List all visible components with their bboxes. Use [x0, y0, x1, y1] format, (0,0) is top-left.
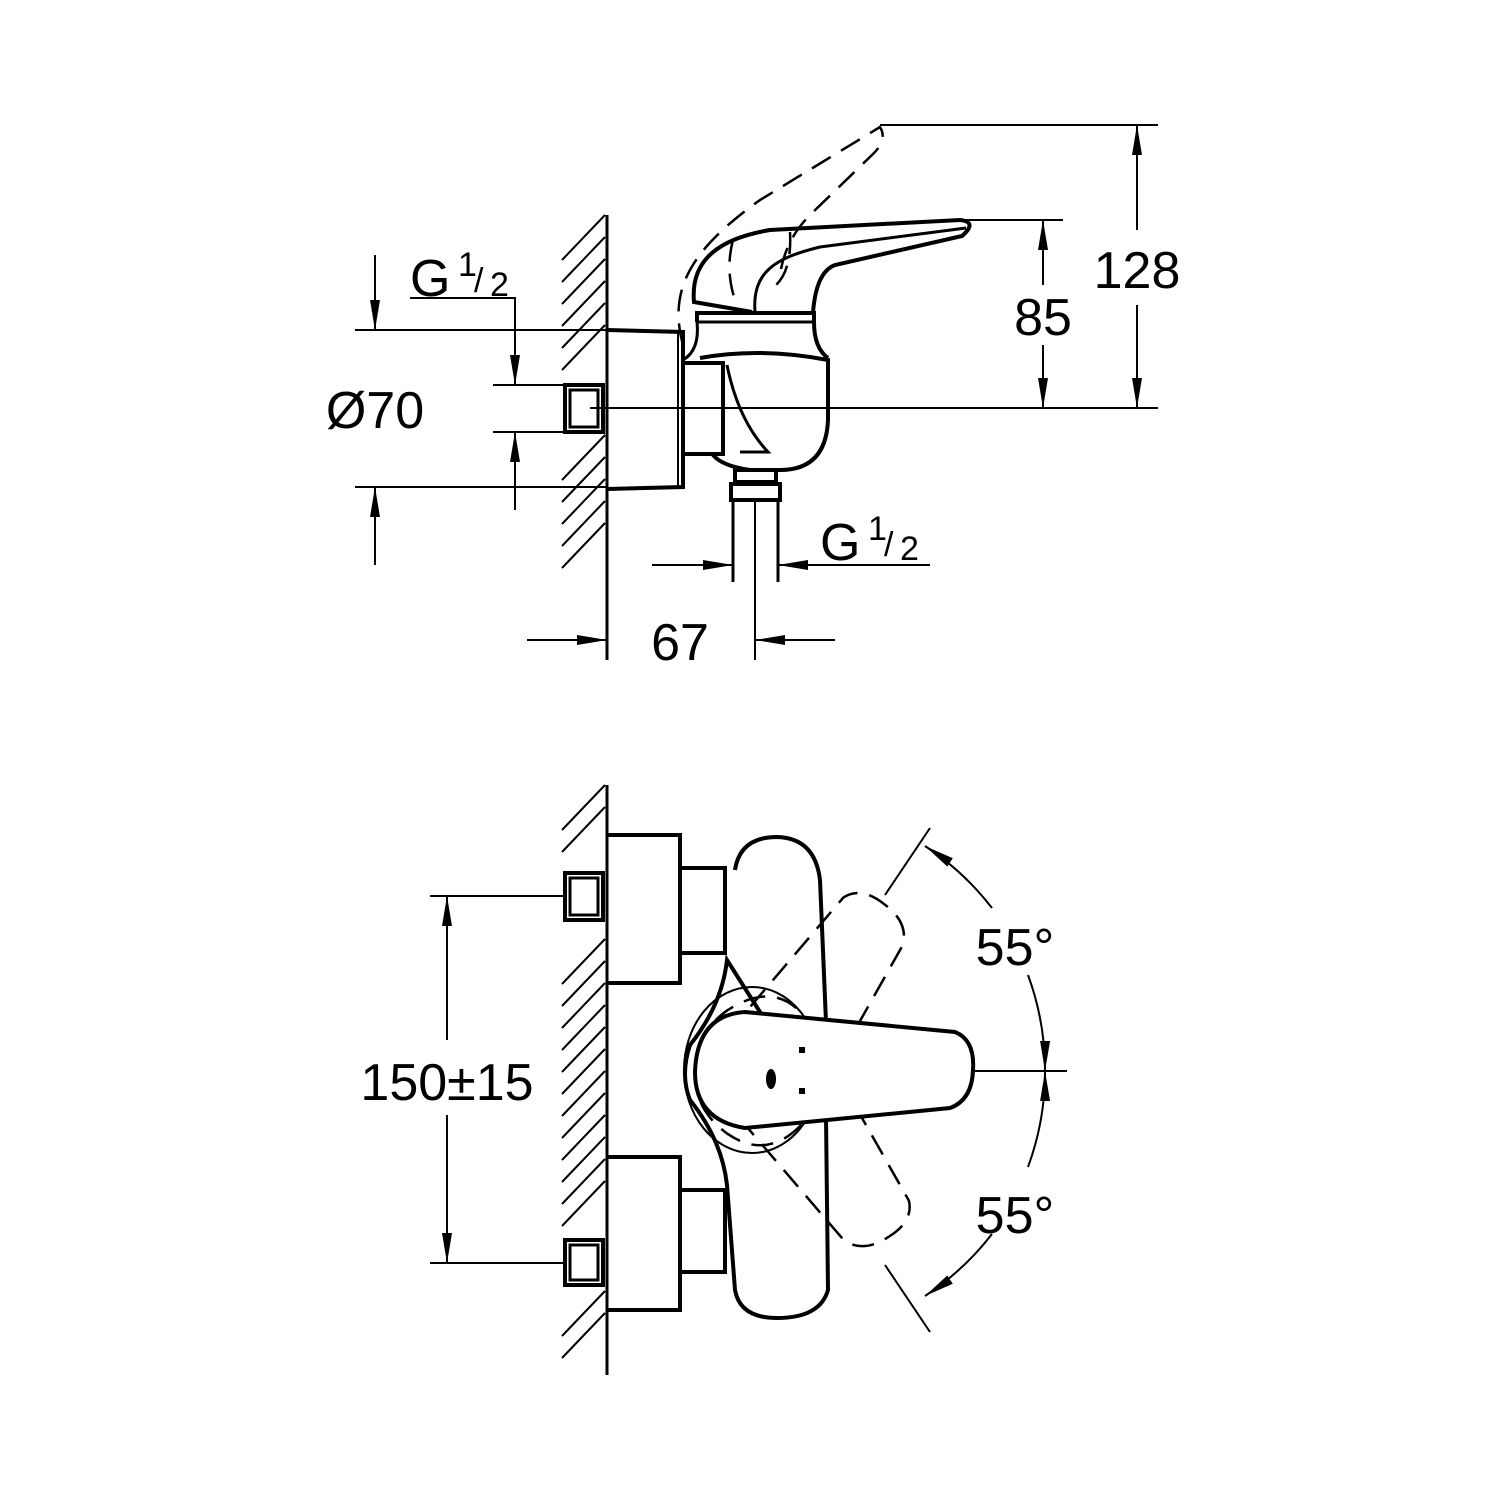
outlet-thread-label: G 1 / 2	[820, 510, 919, 572]
hatch-line	[561, 938, 606, 985]
hatch-line	[561, 258, 606, 305]
svg-text:/: /	[474, 262, 484, 300]
hatch-line	[561, 1158, 606, 1205]
hatch-line	[561, 1026, 606, 1073]
lever	[692, 1009, 976, 1131]
hatch-line	[561, 1004, 606, 1051]
svg-text:G: G	[820, 514, 860, 572]
pipe-lower	[678, 1188, 727, 1274]
hatch-line	[561, 982, 606, 1029]
svg-text:2: 2	[900, 530, 919, 568]
hatch-line	[561, 1048, 606, 1095]
angle-down-label: 55°	[976, 1187, 1055, 1245]
svg-text:1: 1	[458, 246, 477, 284]
lever-raised-dashed	[677, 125, 884, 346]
hatch-line	[561, 806, 606, 853]
hatch-line	[561, 522, 606, 569]
hatch-line	[561, 1136, 606, 1183]
escutcheon-upper	[607, 833, 682, 985]
dimension-150-15: 150±15	[360, 1054, 533, 1112]
hatch-line	[561, 434, 606, 481]
dimension-128: 128	[1094, 242, 1181, 300]
escutcheon-lower	[607, 1155, 682, 1312]
hatch-line	[561, 214, 606, 261]
svg-text:2: 2	[490, 266, 509, 304]
dimension-85: 85	[1014, 289, 1072, 347]
hatch-line	[561, 1180, 606, 1227]
hatch-line	[561, 1114, 606, 1161]
front-view: 150±15 55° 55°	[360, 784, 1067, 1375]
pipe-upper	[678, 866, 727, 955]
outlet-collar	[733, 468, 778, 484]
hatch-line	[561, 456, 606, 503]
dimension-67: 67	[651, 614, 709, 672]
hatch-line	[561, 1290, 606, 1337]
angle-up-label: 55°	[976, 919, 1055, 977]
hatch-line	[561, 1312, 606, 1359]
hatch-line	[561, 960, 606, 1007]
svg-text:1: 1	[868, 510, 887, 548]
svg-text:/: /	[884, 526, 894, 564]
lever-closed	[691, 217, 972, 314]
svg-text:G: G	[410, 250, 450, 308]
hatch-line	[561, 302, 606, 349]
hatch-line	[561, 1092, 606, 1139]
hatch-line	[561, 1070, 606, 1117]
hatch-line	[561, 478, 606, 525]
hatch-line	[561, 324, 606, 371]
mixer-body	[699, 350, 830, 472]
indicator-mark	[766, 1069, 776, 1089]
escutcheon	[606, 328, 685, 491]
lever-rotated-down-dashed	[700, 995, 911, 1248]
dimension-diameter-70: Ø70	[326, 382, 424, 440]
hatch-line	[561, 236, 606, 283]
inlet-thread-label: G 1 / 2	[410, 246, 509, 308]
side-view: 128 85 Ø70 G 1 / 2 G 1 / 2	[326, 124, 1181, 672]
hatch-line	[561, 784, 606, 831]
handle-collar	[695, 311, 830, 360]
mixer-body	[683, 834, 831, 1321]
wall-hatching-bottom	[561, 784, 606, 1359]
hatch-line	[561, 280, 606, 327]
hatch-line	[561, 500, 606, 547]
outlet-nut	[729, 482, 782, 502]
wall-hatching-top	[561, 214, 606, 569]
